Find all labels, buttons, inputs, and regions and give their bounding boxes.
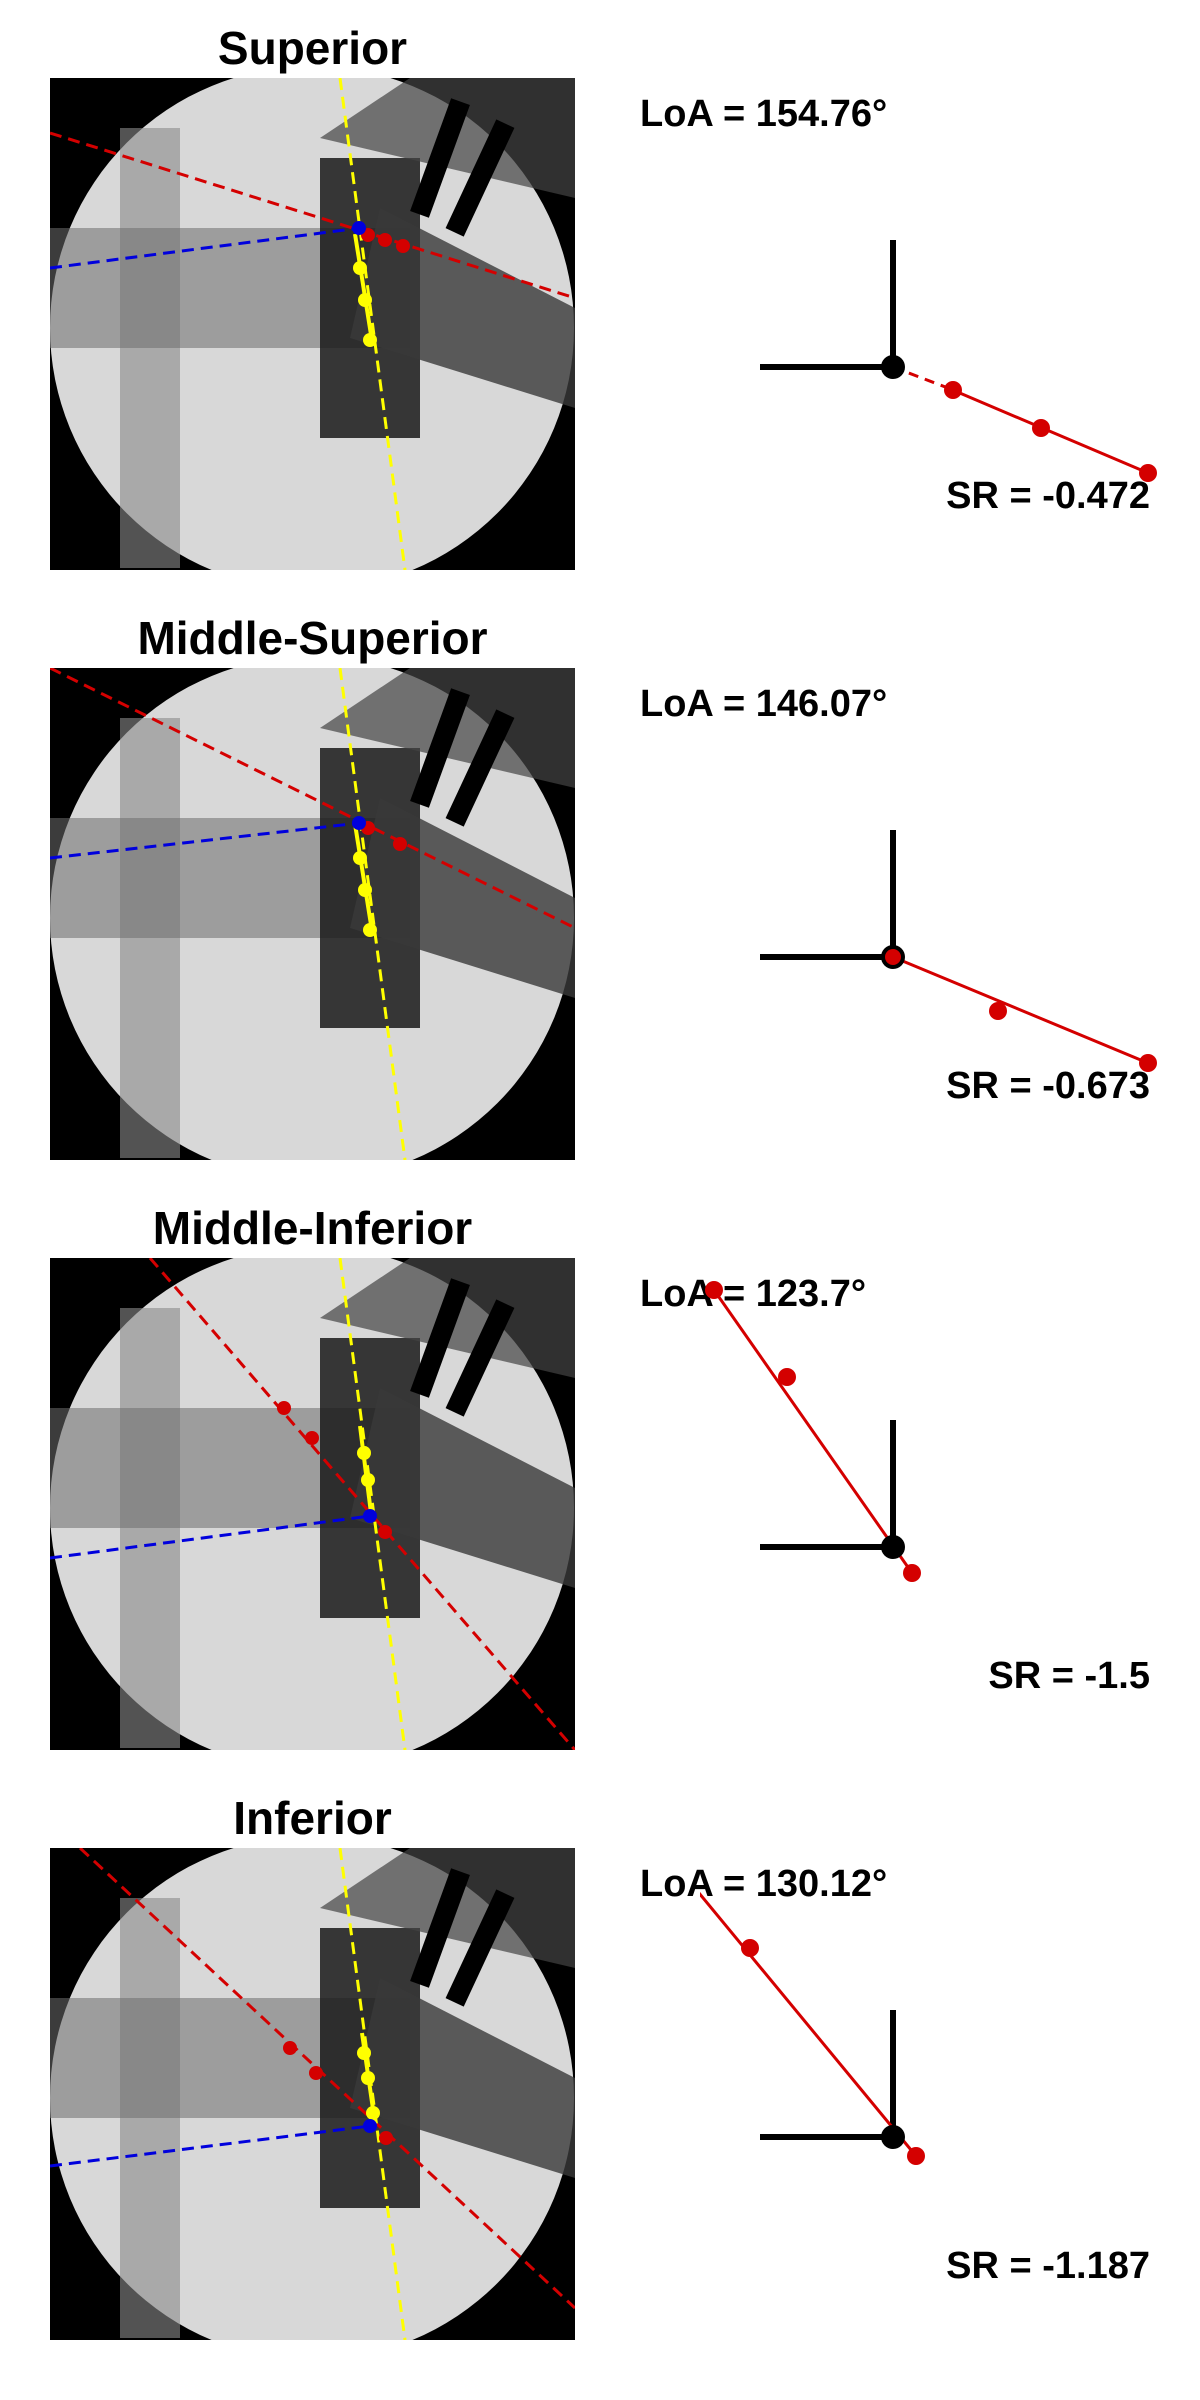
loa-diagram: [700, 1891, 925, 2165]
xray-image: [50, 1848, 575, 2340]
panel-title: Middle-Inferior: [152, 1202, 473, 1254]
panel-title: Middle-Superior: [137, 612, 488, 664]
panel-middle-inferior: Middle-Inferior LoA = 123.7° SR = -1.5: [0, 1200, 1200, 1790]
panel-inferior: Inferior LoA = 130.12° SR = -1.187: [0, 1790, 1200, 2380]
loa-diagram: [760, 240, 1157, 482]
loa-label: LoA = 130.12°: [640, 1863, 888, 1905]
sr-label: SR = -1.187: [946, 2245, 1150, 2287]
xray-image: [50, 1258, 575, 1750]
sr-label: SR = -0.673: [946, 1065, 1150, 1107]
panel-middle-superior: Middle-Superior LoA = 146.07° SR = -0.67…: [0, 610, 1200, 1200]
xray-image: [50, 78, 575, 570]
loa-label: LoA = 146.07°: [640, 683, 888, 725]
loa-label: LoA = 123.7°: [640, 1273, 867, 1315]
panel-superior: Superior LoA = 154.76° SR = -0.472: [0, 20, 1200, 610]
loa-diagram: [760, 830, 1157, 1072]
loa-label: LoA = 154.76°: [640, 93, 888, 135]
sr-label: SR = -0.472: [946, 475, 1150, 517]
panel-title: Superior: [217, 22, 408, 74]
sr-label: SR = -1.5: [988, 1655, 1150, 1697]
loa-diagram: [705, 1281, 921, 1582]
panel-title: Inferior: [233, 1792, 392, 1844]
xray-image: [50, 668, 575, 1160]
